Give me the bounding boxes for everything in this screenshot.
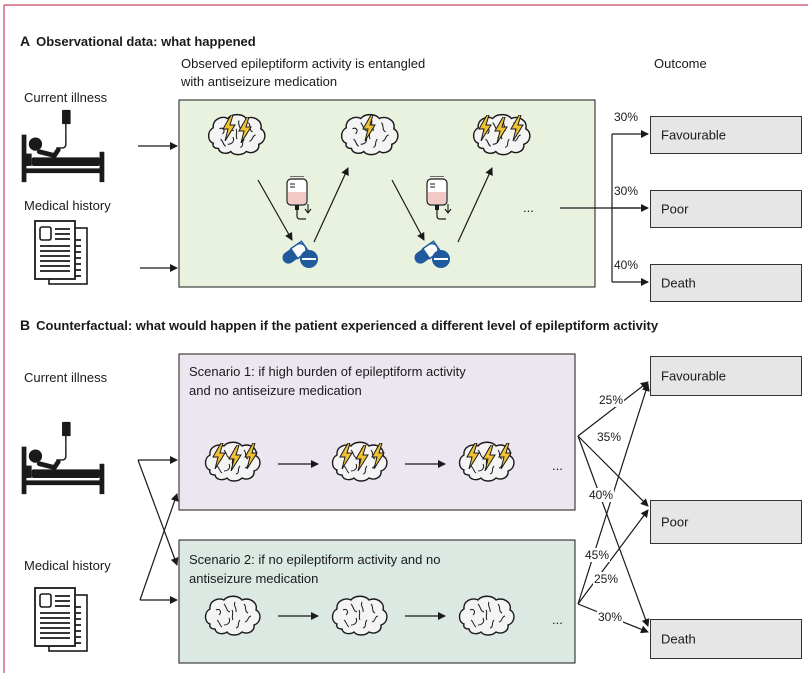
- brain-icon: [204, 441, 261, 482]
- percent-favourable: 30%: [613, 110, 640, 124]
- s1-percent-death: 40%: [588, 488, 615, 502]
- outcome-favourable: Favourable: [650, 356, 802, 396]
- label-current-illness: Current illness: [24, 90, 108, 105]
- s1-percent-favourable: 25%: [598, 393, 625, 407]
- brain-icon: [458, 595, 515, 636]
- brain-icon: [472, 113, 531, 156]
- outcome-label: Favourable: [661, 127, 727, 143]
- scenario2-label: Scenario 2: if no epileptiform activity …: [189, 552, 441, 586]
- outcome-poor: Poor: [650, 190, 802, 228]
- percent-death: 40%: [613, 258, 640, 272]
- medical-record-icon: [34, 587, 88, 652]
- panel-a-title: Observational data: what happened: [36, 34, 256, 49]
- hospital-bed-icon: [24, 110, 102, 182]
- ellipsis: ...: [523, 200, 534, 215]
- panel-b-letter: B: [20, 317, 31, 333]
- outcome-death: Death: [650, 619, 802, 659]
- brain-icon: [340, 113, 399, 156]
- label-current-illness: Current illness: [24, 370, 108, 385]
- outcome-label: Death: [661, 631, 696, 647]
- outcome-death: Death: [650, 264, 802, 302]
- hospital-bed-icon: [24, 422, 102, 494]
- brain-icon: [331, 595, 388, 636]
- medical-record-icon: [34, 220, 88, 285]
- panel-b-header: B Counterfactual: what would happen if th…: [20, 317, 659, 334]
- outcome-label: Poor: [661, 201, 689, 217]
- ellipsis: ...: [552, 458, 563, 473]
- outcome-header: Outcome: [654, 56, 707, 71]
- ellipsis: ...: [552, 612, 563, 627]
- outcome-label: Poor: [661, 514, 689, 530]
- s2-percent-poor: 25%: [593, 572, 620, 586]
- scenario1-label: Scenario 1: if high burden of epileptifo…: [189, 364, 466, 398]
- percent-poor: 30%: [613, 184, 640, 198]
- s2-percent-favourable: 45%: [584, 548, 611, 562]
- s1-percent-poor: 35%: [596, 430, 623, 444]
- outcome-favourable: Favourable: [650, 116, 802, 154]
- panel-a-subtitle-1: Observed epileptiform activity is entang…: [181, 56, 426, 71]
- panel-b-title: Counterfactual: what would happen if the…: [36, 318, 659, 333]
- outcome-label: Death: [661, 275, 696, 291]
- figure-frame: [3, 4, 808, 673]
- s2-percent-death: 30%: [597, 610, 624, 624]
- outcome-poor: Poor: [650, 500, 802, 544]
- scenario1-box: [178, 353, 576, 511]
- brain-icon: [331, 441, 388, 482]
- panel-a-subtitle-2: with antiseizure medication: [181, 74, 338, 89]
- panel-a-header: A Observational data: what happened: [20, 33, 256, 50]
- brain-icon: [204, 595, 261, 636]
- panel-a-letter: A: [20, 33, 31, 49]
- brain-icon: [207, 113, 266, 156]
- label-medical-history: Medical history: [24, 198, 111, 213]
- brain-icon: [458, 441, 515, 482]
- outcome-label: Favourable: [661, 368, 727, 384]
- label-medical-history: Medical history: [24, 558, 111, 573]
